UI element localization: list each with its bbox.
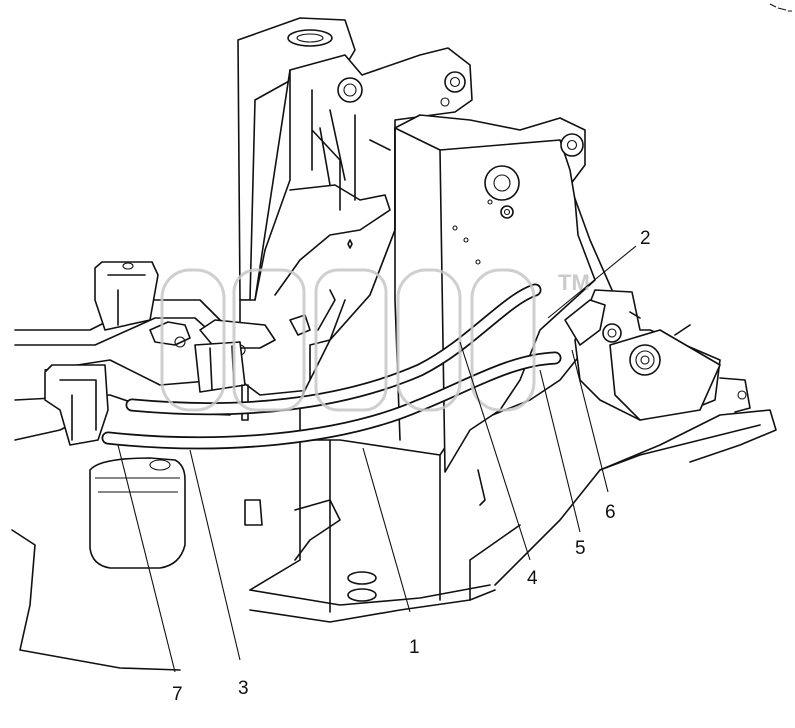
watermark: TM bbox=[160, 268, 590, 412]
corner-mark bbox=[769, 3, 792, 12]
hoses bbox=[101, 283, 562, 450]
valve-bracket bbox=[564, 289, 751, 421]
callout-6: 6 bbox=[605, 502, 616, 523]
callout-4: 4 bbox=[527, 568, 538, 589]
callout-1: 1 bbox=[409, 637, 420, 658]
callout-7: 7 bbox=[172, 684, 183, 705]
watermark-trademark: TM bbox=[558, 270, 590, 295]
rear-tower bbox=[237, 17, 473, 396]
callout-2: 2 bbox=[640, 228, 651, 249]
callout-labels: 1 2 3 4 5 6 7 bbox=[172, 228, 651, 705]
leader-lines bbox=[117, 245, 637, 673]
lower-frame bbox=[11, 261, 777, 671]
callout-5: 5 bbox=[575, 538, 586, 559]
callout-3: 3 bbox=[238, 678, 249, 699]
